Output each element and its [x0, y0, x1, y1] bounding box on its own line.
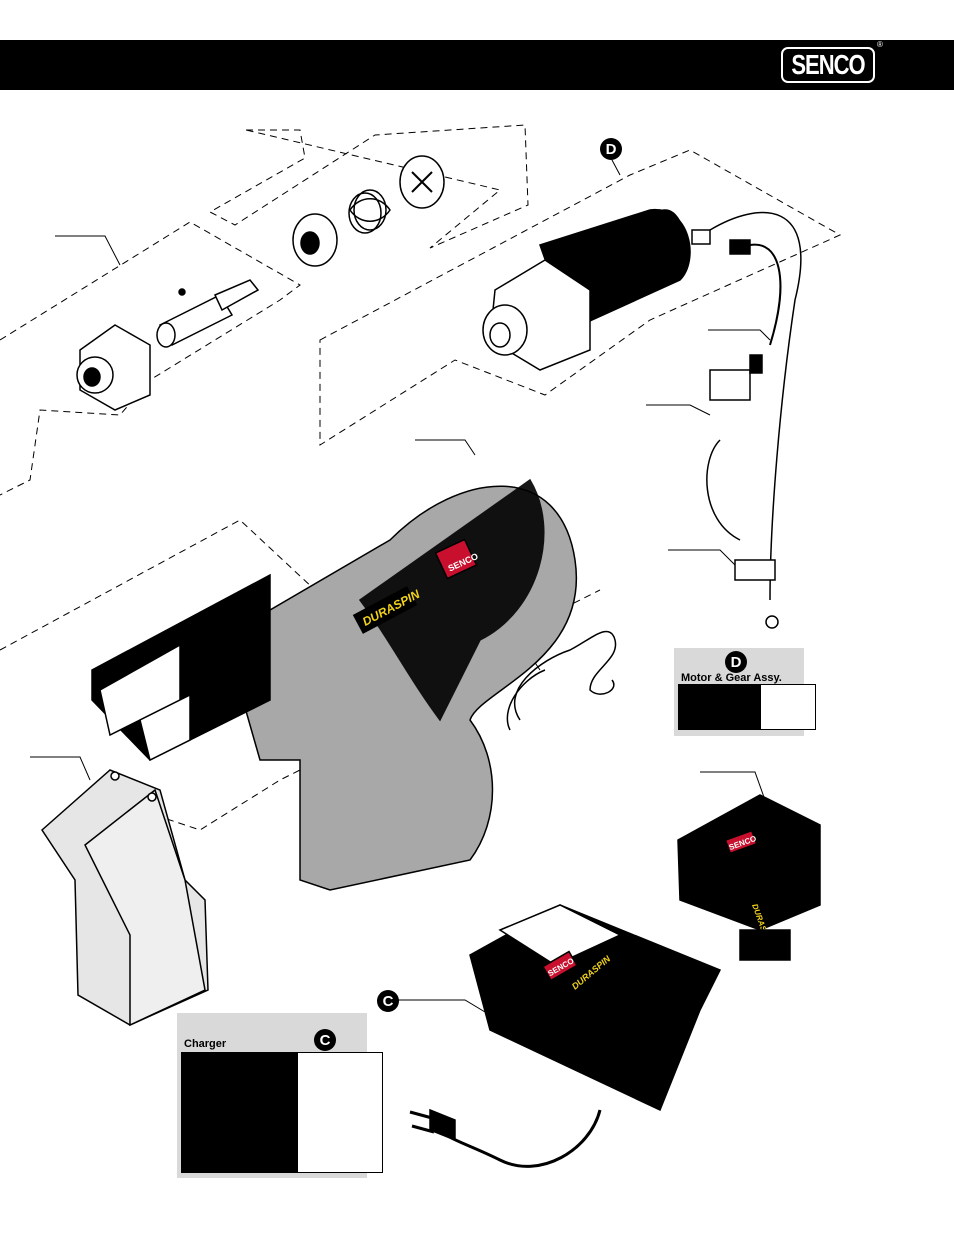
connector	[729, 239, 751, 255]
terminal-block	[734, 559, 776, 581]
charger-table-header-cell	[182, 1053, 298, 1172]
charger-parts-table	[181, 1052, 383, 1173]
motor-panel-title: Motor & Gear Assy.	[681, 672, 782, 684]
charger-callout-badge: C	[377, 990, 399, 1012]
motor-gear-panel: D Motor & Gear Assy.	[674, 648, 816, 736]
motor-callout-badge: D	[600, 138, 622, 160]
driver-bit-assembly	[76, 155, 445, 411]
motor-table-header-cell	[679, 685, 761, 729]
charger-logo-badge	[541, 950, 579, 982]
ball-bearing	[178, 288, 186, 296]
battery-logo-badge	[724, 829, 758, 855]
charger-panel-title: Charger	[184, 1038, 227, 1050]
motor-parts-table	[678, 684, 816, 730]
wire-white	[709, 211, 802, 601]
charger-unit: SENCO DURASPIN	[409, 904, 722, 1168]
logo-text: SENCO	[791, 48, 865, 80]
charger-table-value-cell	[298, 1053, 382, 1172]
hanger-hook	[506, 630, 617, 731]
spring	[353, 189, 387, 231]
motor-panel-badge: D	[725, 651, 747, 673]
senco-logo: SENCO	[781, 47, 875, 83]
switch	[709, 369, 751, 401]
nose-bore	[83, 367, 101, 387]
power-plug	[429, 1108, 456, 1142]
wire-black	[749, 243, 782, 346]
motor-assembly	[482, 209, 802, 629]
battery-pack: SENCO DURASPIN	[677, 794, 821, 961]
screw-gun-body: SENCO DURASPIN	[91, 478, 578, 891]
power-cord	[438, 1109, 602, 1168]
grip-overmold	[358, 478, 545, 722]
handle-logo-badge	[434, 538, 478, 580]
nose-cover	[41, 769, 209, 1027]
charger-panel-badge: C	[314, 1029, 336, 1051]
bit-shaft	[213, 279, 260, 312]
motor-table-value-cell	[761, 685, 815, 729]
charger-panel: C Charger	[177, 1013, 383, 1178]
registered-mark: ®	[877, 40, 883, 49]
